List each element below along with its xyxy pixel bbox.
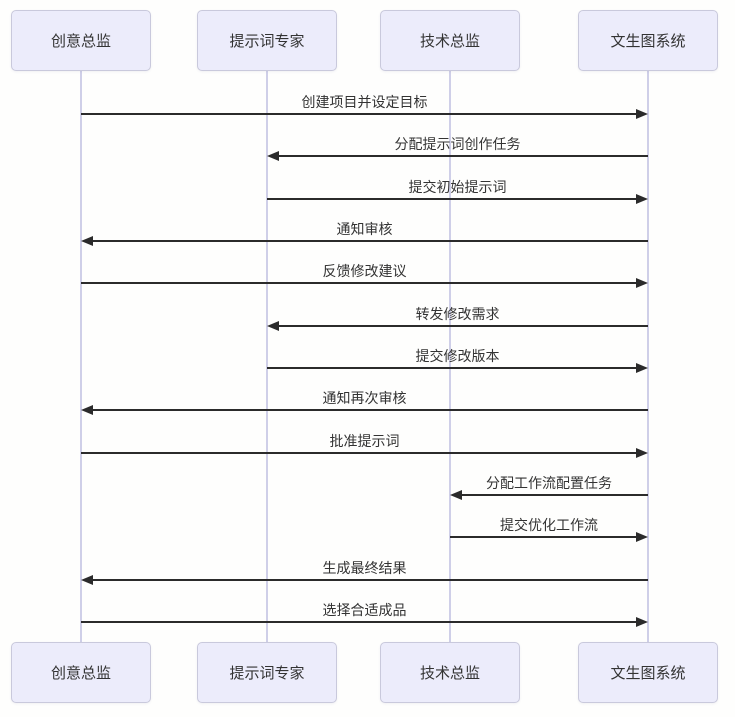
actor-box-bottom-1: 提示词专家 bbox=[197, 642, 337, 703]
arrowhead-icon bbox=[636, 617, 648, 627]
lifeline-actor-0 bbox=[80, 71, 82, 642]
arrowhead-icon bbox=[636, 278, 648, 288]
message-line bbox=[92, 240, 648, 242]
message-line bbox=[81, 113, 637, 115]
lifeline-actor-2 bbox=[449, 71, 451, 642]
arrowhead-icon bbox=[636, 448, 648, 458]
message-label: 提交修改版本 bbox=[415, 348, 500, 364]
message-line bbox=[92, 409, 648, 411]
actor-label: 文生图系统 bbox=[610, 33, 686, 50]
message-label: 通知再次审核 bbox=[322, 390, 407, 406]
message-label: 提交初始提示词 bbox=[408, 179, 507, 195]
message-line bbox=[278, 155, 648, 157]
message-label: 提交优化工作流 bbox=[500, 517, 598, 533]
actor-box-bottom-2: 技术总监 bbox=[380, 642, 520, 703]
message-line bbox=[81, 282, 637, 284]
arrowhead-icon bbox=[636, 109, 648, 119]
message-label: 生成最终结果 bbox=[322, 560, 407, 576]
message-label: 批准提示词 bbox=[329, 433, 400, 449]
message-line bbox=[81, 621, 637, 623]
actor-label: 创意总监 bbox=[50, 665, 111, 682]
lifeline-actor-1 bbox=[266, 71, 268, 642]
message-line bbox=[461, 494, 648, 496]
message-label: 分配提示词创作任务 bbox=[394, 136, 521, 152]
message-line bbox=[81, 452, 637, 454]
actor-label: 提示词专家 bbox=[229, 33, 305, 50]
arrowhead-icon bbox=[81, 405, 93, 415]
actor-box-bottom-3: 文生图系统 bbox=[578, 642, 718, 703]
actor-box-top-0: 创意总监 bbox=[11, 10, 151, 71]
message-line bbox=[267, 367, 637, 369]
actor-box-top-2: 技术总监 bbox=[380, 10, 520, 71]
message-label: 分配工作流配置任务 bbox=[486, 475, 612, 491]
lifeline-actor-3 bbox=[647, 71, 649, 642]
actor-label: 文生图系统 bbox=[610, 665, 686, 682]
arrowhead-icon bbox=[636, 363, 648, 373]
message-label: 创建项目并设定目标 bbox=[301, 94, 428, 110]
message-line bbox=[450, 536, 637, 538]
arrowhead-icon bbox=[636, 194, 648, 204]
actor-box-top-1: 提示词专家 bbox=[197, 10, 337, 71]
message-label: 选择合适成品 bbox=[322, 602, 407, 618]
actor-label: 技术总监 bbox=[419, 33, 480, 50]
arrowhead-icon bbox=[81, 236, 93, 246]
arrowhead-icon bbox=[636, 532, 648, 542]
message-line bbox=[278, 325, 648, 327]
message-line bbox=[267, 198, 637, 200]
actor-box-bottom-0: 创意总监 bbox=[11, 642, 151, 703]
arrowhead-icon bbox=[267, 321, 279, 331]
arrowhead-icon bbox=[450, 490, 462, 500]
arrowhead-icon bbox=[81, 575, 93, 585]
arrowhead-icon bbox=[267, 151, 279, 161]
message-line bbox=[92, 579, 648, 581]
actor-label: 提示词专家 bbox=[229, 665, 305, 682]
actor-box-top-3: 文生图系统 bbox=[578, 10, 718, 71]
actor-label: 技术总监 bbox=[419, 665, 480, 682]
actor-label: 创意总监 bbox=[50, 33, 111, 50]
message-label: 通知审核 bbox=[336, 221, 393, 237]
message-label: 转发修改需求 bbox=[415, 306, 500, 322]
message-label: 反馈修改建议 bbox=[322, 263, 407, 279]
